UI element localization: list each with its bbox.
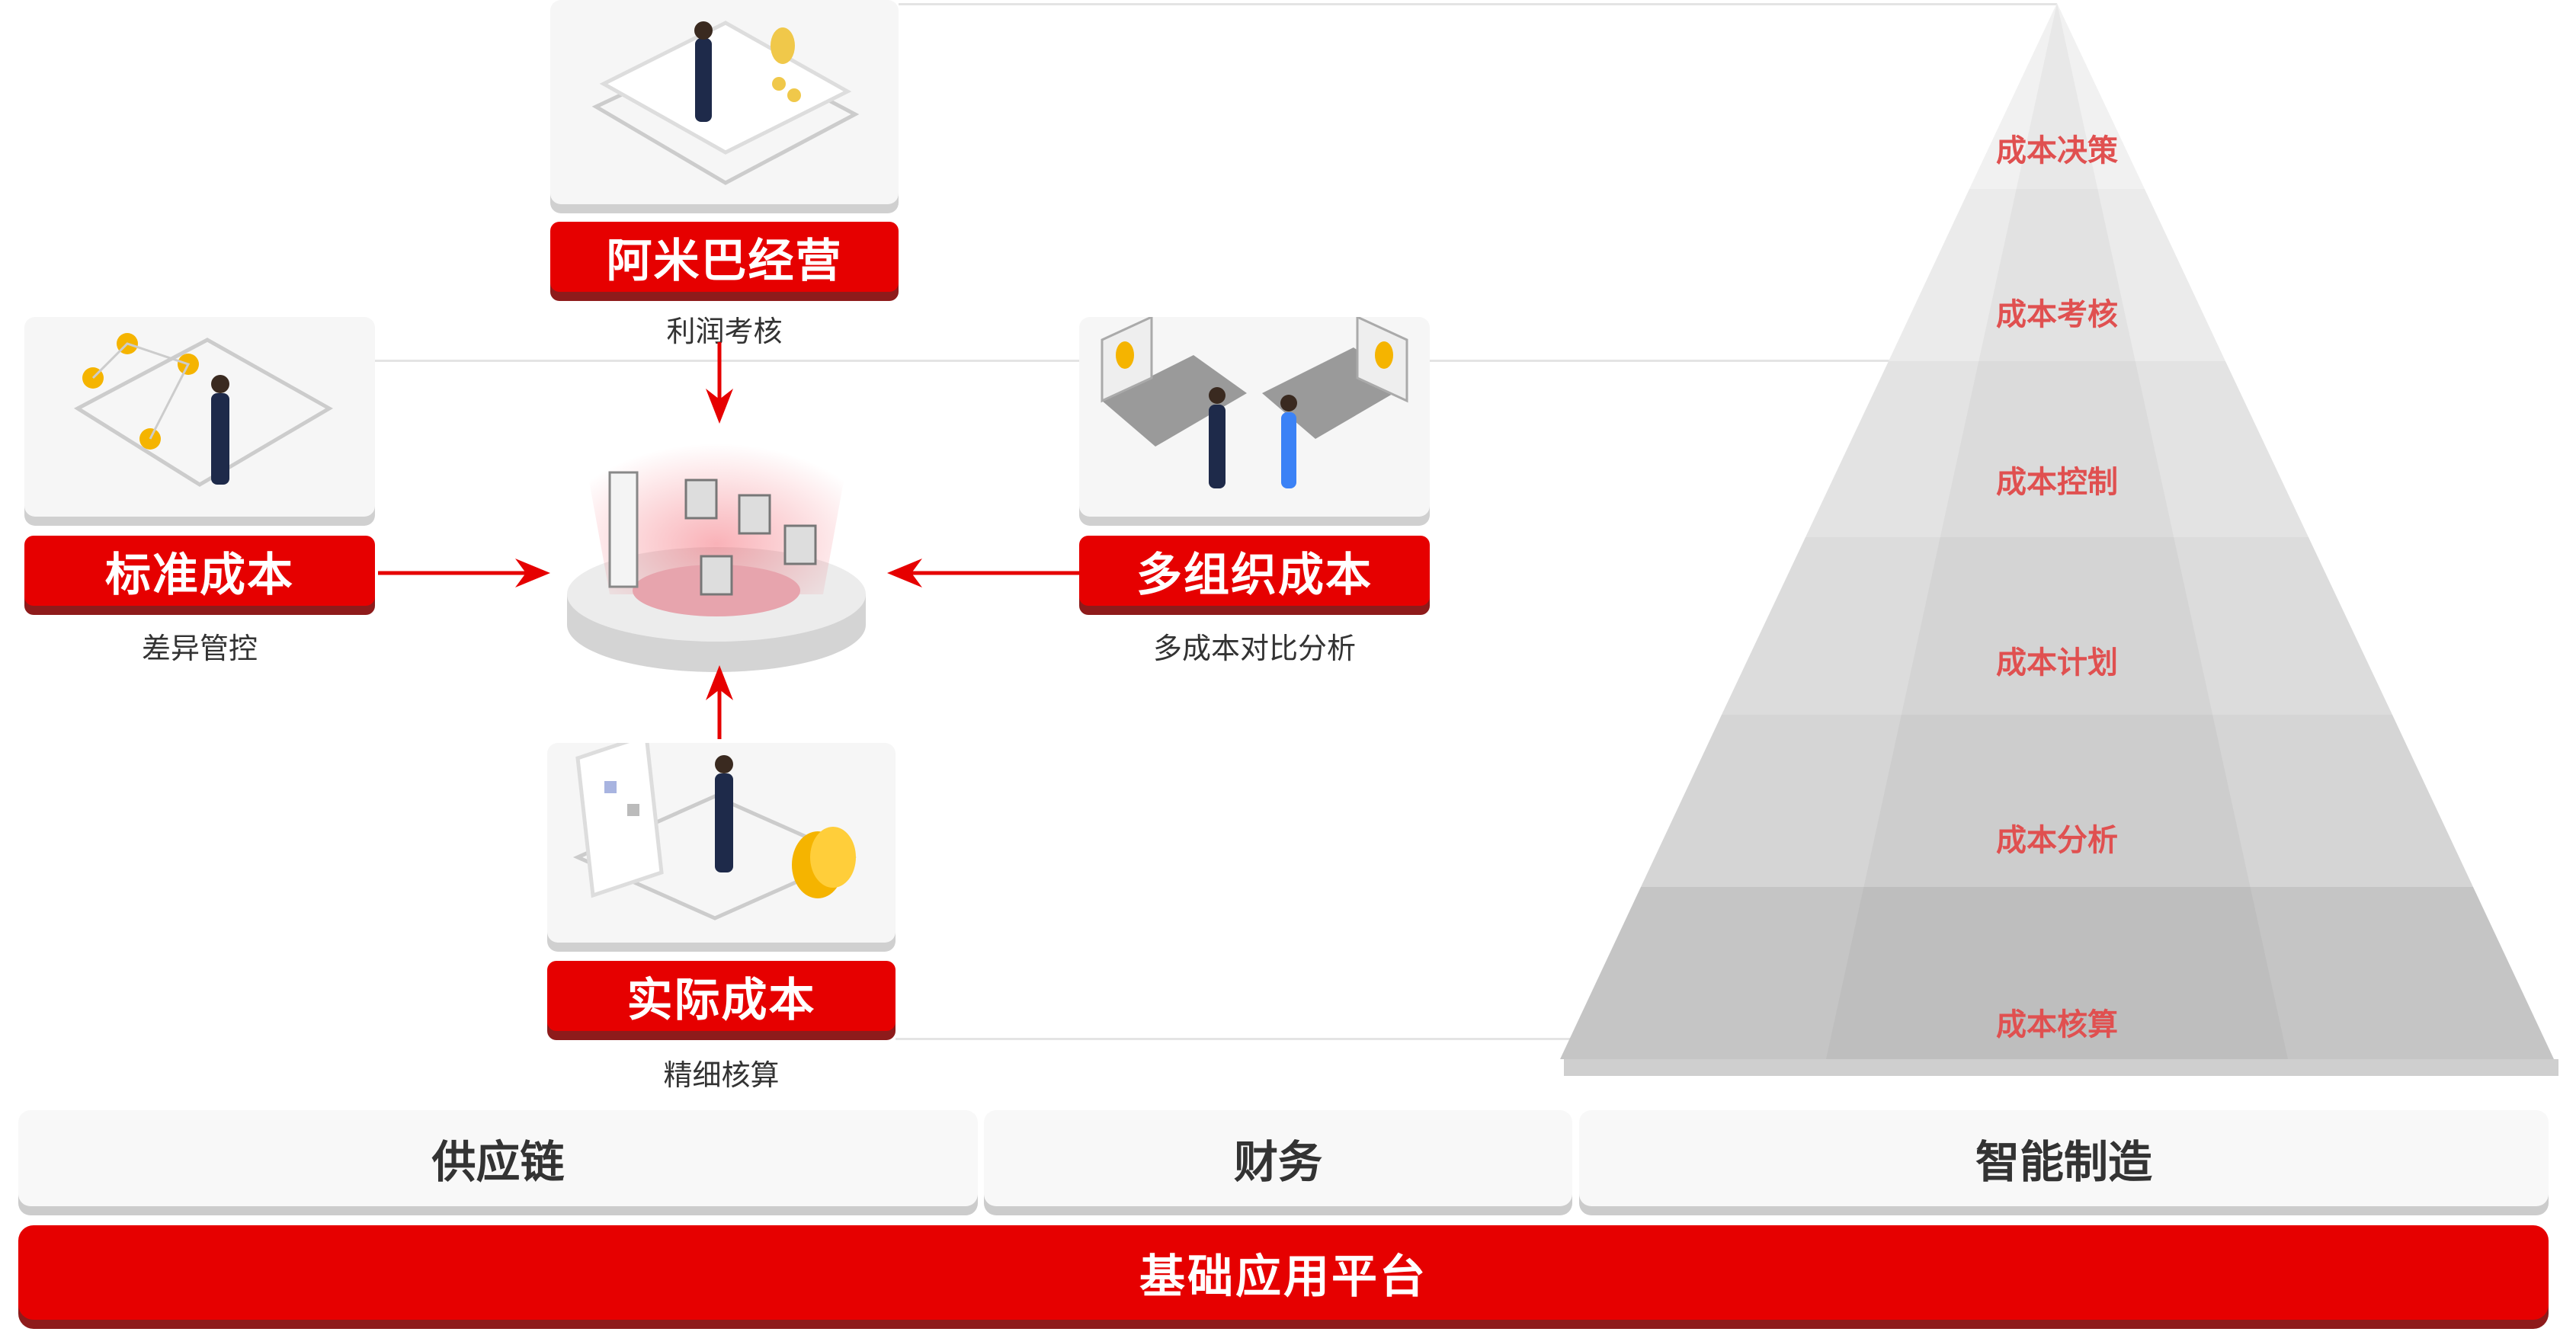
pyramid-base bbox=[1564, 1059, 2558, 1076]
tab-smart-manufacturing[interactable]: 智能制造 bbox=[1579, 1110, 2549, 1206]
multi-org-cost-subtitle: 多成本对比分析 bbox=[1152, 632, 1356, 665]
standard-cost-illustration bbox=[24, 317, 375, 517]
amoeba-subtitle: 利润考核 bbox=[666, 315, 783, 348]
standard-cost-label: 标准成本 bbox=[24, 536, 375, 606]
connector-line-top bbox=[899, 3, 2057, 5]
tab-finance[interactable]: 财务 bbox=[984, 1110, 1572, 1206]
tab-supply-chain[interactable]: 供应链 bbox=[18, 1110, 978, 1206]
pyramid-layer-3 bbox=[1805, 361, 2308, 537]
pyramid-level-analysis: 成本分析 bbox=[1996, 823, 2118, 858]
pyramid-layer-4 bbox=[1722, 537, 2392, 715]
standard-cost-subtitle: 差异管控 bbox=[141, 632, 258, 665]
amoeba-management-label: 阿米巴经营 bbox=[550, 222, 899, 292]
pyramid-layer-6 bbox=[1560, 887, 2554, 1059]
pyramid-level-assessment: 成本考核 bbox=[1996, 297, 2118, 332]
pyramid-layer-5 bbox=[1641, 715, 2473, 887]
multi-org-cost-label: 多组织成本 bbox=[1079, 536, 1430, 606]
multi-org-cost-illustration bbox=[1079, 315, 1430, 517]
pyramid-layer-1 bbox=[1969, 3, 2145, 189]
pyramid-level-plan: 成本计划 bbox=[1996, 645, 2118, 680]
actual-cost-label: 实际成本 bbox=[547, 961, 896, 1031]
amoeba-illustration bbox=[550, 0, 899, 204]
pyramid-level-control: 成本控制 bbox=[1996, 465, 2118, 500]
pyramid-level-decision: 成本决策 bbox=[1996, 133, 2118, 168]
connector-line-bottom bbox=[896, 1038, 1581, 1040]
actual-cost-illustration bbox=[547, 732, 896, 943]
pyramid-layer-2 bbox=[1889, 189, 2225, 361]
actual-cost-subtitle: 精细核算 bbox=[663, 1058, 780, 1092]
pyramid-level-accounting: 成本核算 bbox=[1996, 1007, 2118, 1042]
basic-application-platform-bar[interactable]: 基础应用平台 bbox=[18, 1225, 2549, 1320]
central-server-platform bbox=[567, 427, 866, 672]
